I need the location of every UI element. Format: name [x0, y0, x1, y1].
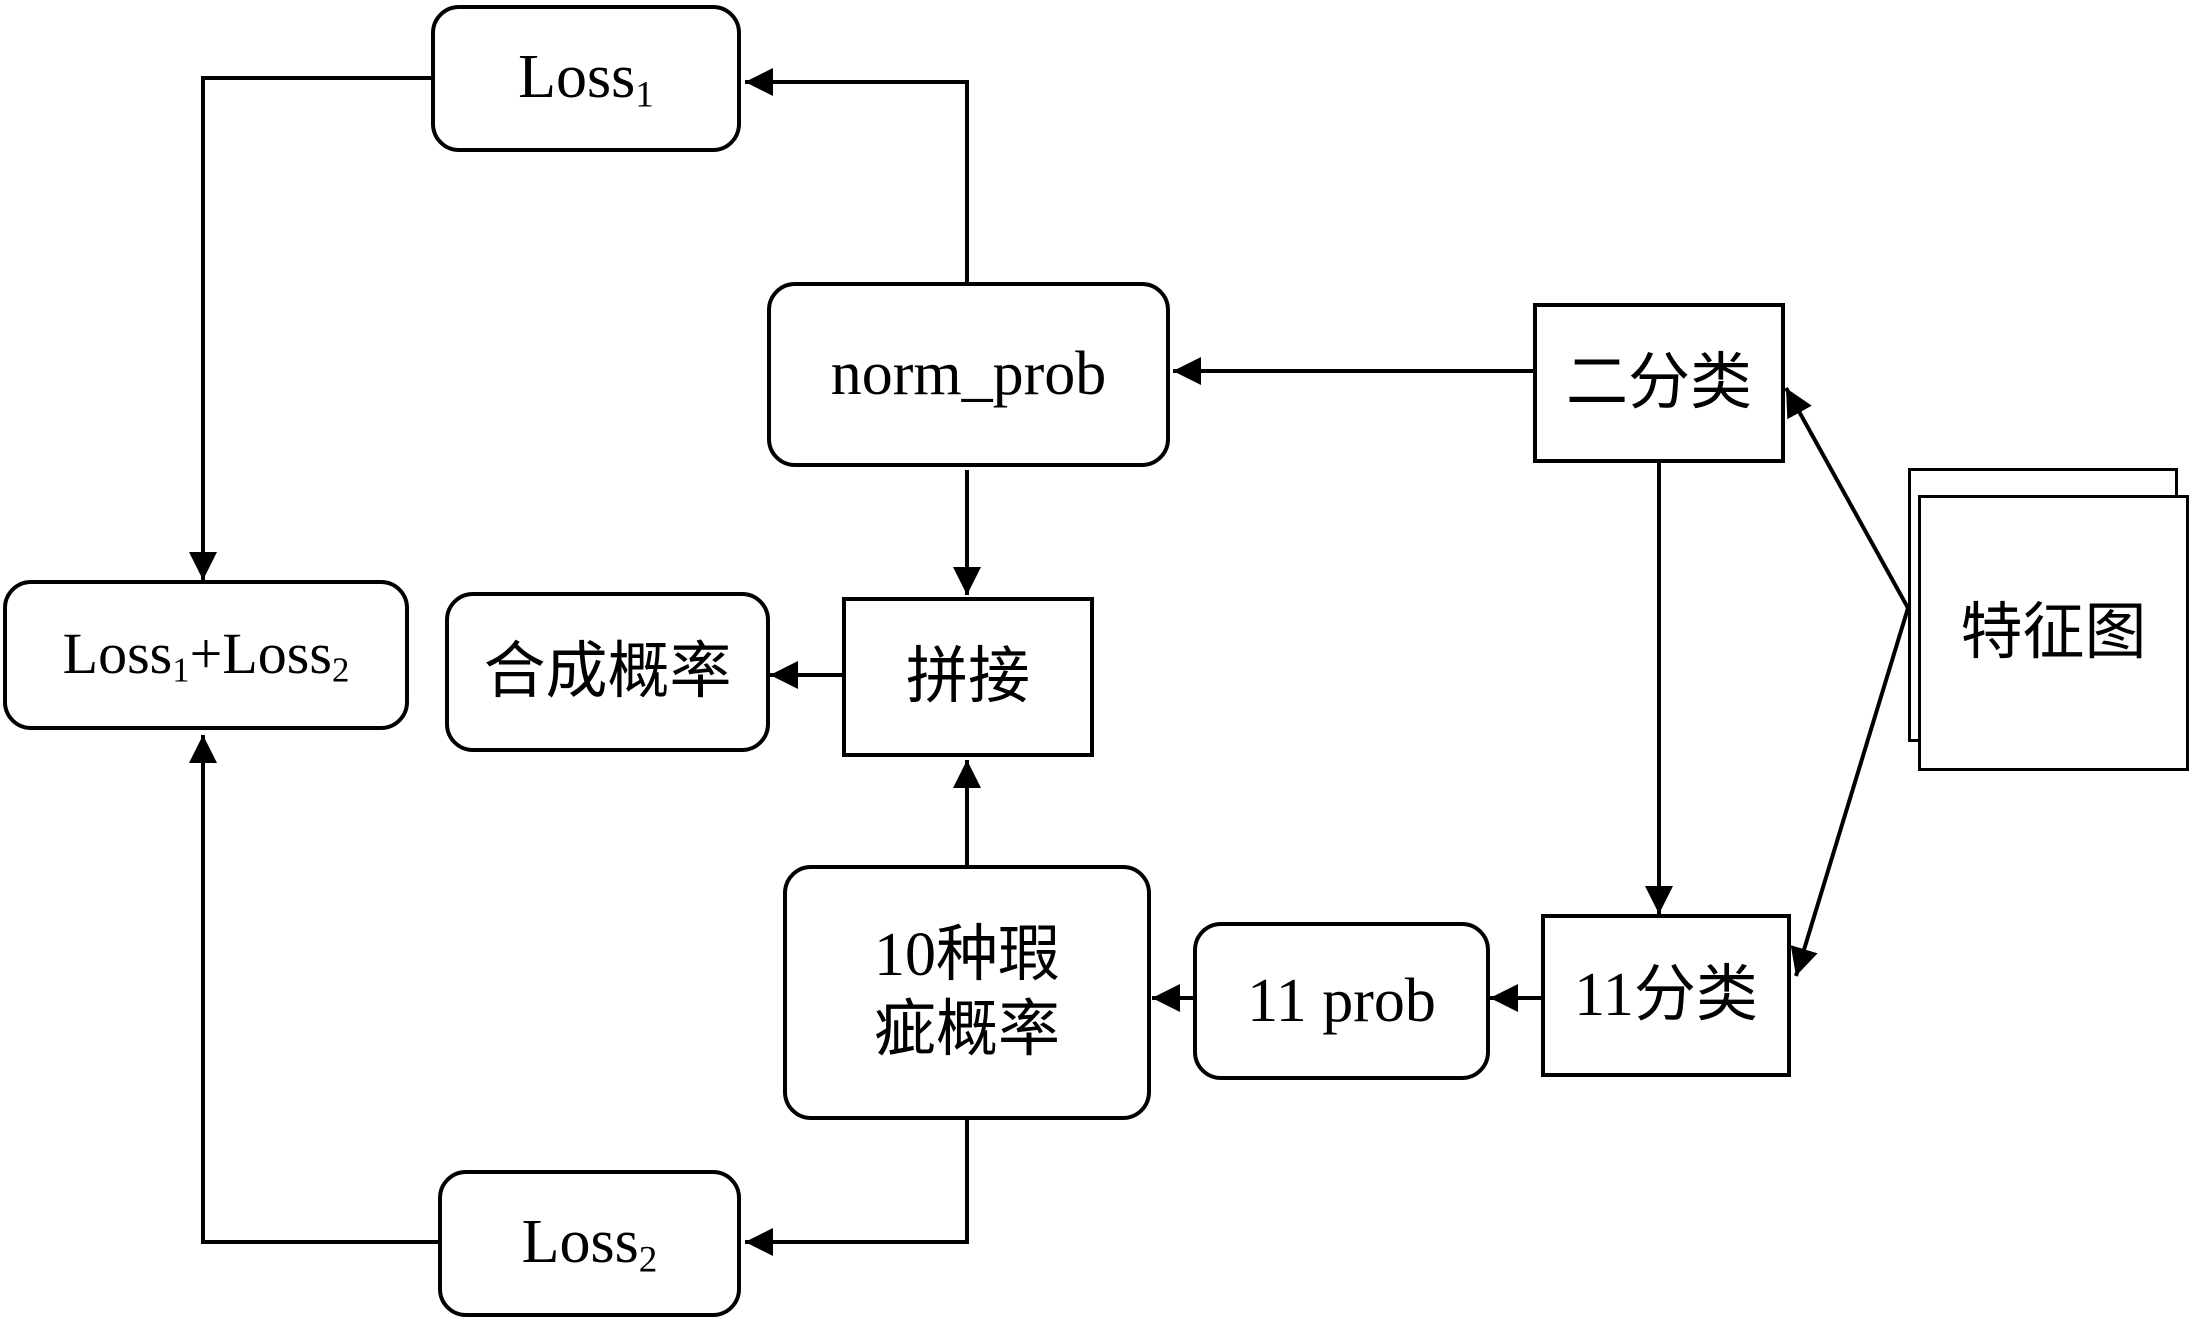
binary-cls-node: 二分类	[1533, 303, 1785, 463]
arrow-loss1-to-losssum	[189, 76, 431, 580]
norm-prob-label: norm_prob	[830, 340, 1107, 409]
loss-sum-node: Loss1+Loss2	[3, 580, 409, 730]
prob11-label: 11 prob	[1247, 966, 1436, 1035]
loss2-node: Loss2	[438, 1170, 741, 1317]
defect-prob-label-line1: 10种瑕	[873, 921, 1060, 990]
feature-map-node: 特征图	[1918, 495, 2189, 771]
loss2-label: Loss2	[521, 1207, 658, 1280]
arrow-loss2-to-losssum	[189, 735, 438, 1244]
combined-prob-label: 合成概率	[483, 637, 732, 706]
defect-prob-label-line2: 疵概率	[873, 995, 1060, 1064]
cls11-label: 11分类	[1574, 961, 1758, 1030]
combined-prob-node: 合成概率	[445, 592, 770, 752]
binary-cls-label: 二分类	[1565, 348, 1752, 417]
cls11-node: 11分类	[1541, 914, 1791, 1077]
arrow-feature-to-binary	[1784, 387, 1910, 609]
feature-map-label: 特征图	[1960, 598, 2147, 667]
loss-sum-label: Loss1+Loss2	[62, 620, 350, 690]
concat-label: 拼接	[905, 642, 1030, 711]
concat-node: 拼接	[842, 597, 1094, 757]
loss1-label: Loss1	[518, 42, 654, 115]
prob11-node: 11 prob	[1193, 922, 1490, 1080]
arrow-feature-to-cls11	[1790, 607, 1910, 977]
norm-prob-node: norm_prob	[767, 282, 1170, 467]
loss1-node: Loss1	[431, 5, 741, 152]
defect-prob-node: 10种瑕 疵概率	[783, 865, 1151, 1120]
arrow-normprob-to-loss1	[745, 68, 969, 282]
arrow-defectprob-to-loss2	[745, 1120, 969, 1256]
